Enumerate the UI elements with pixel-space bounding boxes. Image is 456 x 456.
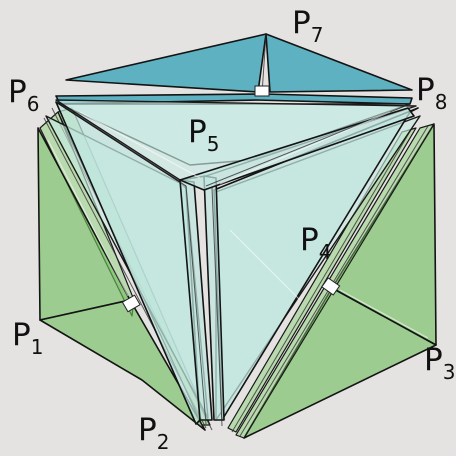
top-teal-face-left	[66, 34, 266, 92]
label-p3: P3	[424, 342, 455, 384]
label-p6: P6	[8, 74, 39, 116]
label-p2: P2	[138, 412, 169, 454]
label-p7: P7	[292, 5, 323, 47]
label-p8: P8	[416, 72, 447, 114]
label-p1: P1	[12, 317, 43, 359]
top-teal-face-right	[266, 34, 412, 92]
top-hinge	[255, 86, 269, 96]
